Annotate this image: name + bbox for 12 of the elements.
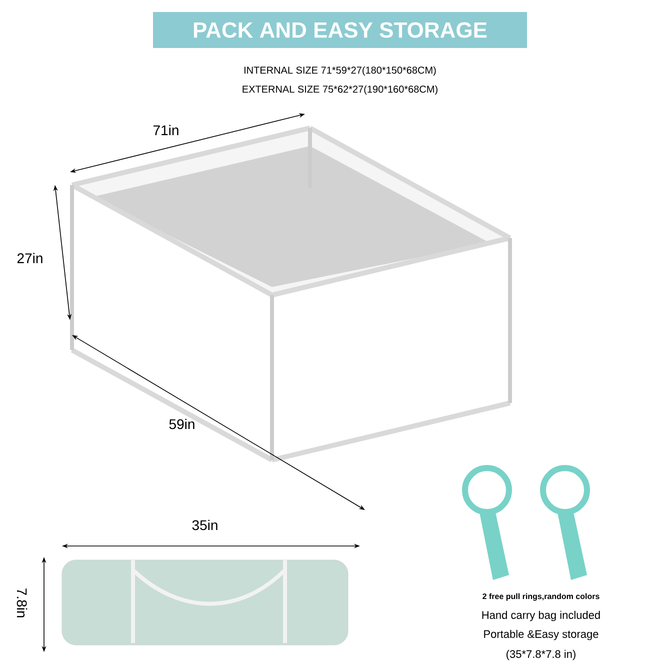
dimension-label: 35in xyxy=(192,520,218,530)
dimension-label: 59in xyxy=(169,418,194,430)
dimension-label: 27in xyxy=(17,252,42,264)
caption-text: (35*7.8*7.8 in) xyxy=(506,650,576,660)
caption-text: Portable &Easy storage xyxy=(484,630,598,640)
size-text: EXTERNAL SIZE 75*62*27(190*160*68CM) xyxy=(242,85,438,95)
dimension-label: 7.8in xyxy=(16,588,28,618)
size-text: INTERNAL SIZE 71*59*27(180*150*68CM) xyxy=(244,66,436,76)
caption-text: Hand carry bag included xyxy=(482,610,600,622)
dimension-label: 71in xyxy=(153,124,178,136)
title-banner: PACK AND EASY STORAGE xyxy=(153,12,527,48)
caption-text: 2 free pull rings,random colors xyxy=(482,593,600,601)
